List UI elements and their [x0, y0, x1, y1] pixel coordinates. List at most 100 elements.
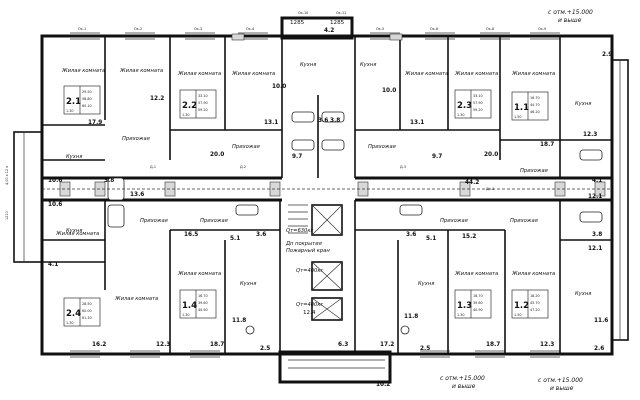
elevator-label-2: Qт=400кг [296, 268, 323, 274]
apartment-area-living: 28.50 [82, 302, 92, 306]
apartment-tag-2-3: 2.3 33.10 57.90 59.20 1.30 [454, 89, 492, 119]
note-bottom-right-1: с отм.+15.000 [538, 377, 583, 384]
window-mark: Ок-9 [538, 27, 546, 31]
apartment-area-total: 39.60 [198, 301, 208, 305]
apartment-code: 1.4 [182, 301, 197, 311]
room-area: 3.6 [318, 118, 328, 124]
side-label-1: 4,00 х 12 х [5, 166, 9, 185]
living-room-label: Жилая комната [404, 71, 448, 77]
hall-label: Прихожая [122, 136, 150, 142]
room-area: 12.2 [150, 96, 164, 102]
apartment-tags: 2.1 29.50 58.80 60.10 1.30 2.2 33.10 57.… [63, 85, 549, 327]
hall-label: Прихожая [510, 218, 538, 224]
apartment-area-living: 18.20 [530, 294, 540, 298]
apartment-code: 2.1 [66, 97, 81, 107]
apartment-area-full: 40.90 [198, 308, 208, 312]
apartment-tag-1-4: 1.4 16.70 39.60 40.90 1.30 [179, 289, 217, 319]
room-area: 6.3 [338, 342, 348, 348]
living-room-label: Жилая комната [55, 231, 99, 237]
living-room-label: Жилая комната [61, 68, 105, 74]
door-marks: Д-1 Д-2 Д-3 Дн-1 [150, 165, 494, 191]
room-area: 17.2 [380, 342, 394, 348]
kitchen-label: Кухня [360, 62, 376, 68]
room-area: 5.1 [230, 236, 240, 242]
apartment-code: 2.4 [66, 309, 81, 319]
room-area: 2.6 [594, 346, 604, 352]
room-area: 12.3 [540, 342, 554, 348]
door-mark: Дн-1 [486, 187, 494, 191]
apartment-area-full: 59.20 [473, 108, 483, 112]
room-labels: Жилая комната Жилая комната Жилая комнат… [55, 62, 591, 302]
window-mark: Ок-10 [298, 11, 308, 15]
window-mark: Ок-1 [78, 27, 86, 31]
apartment-area-total: 60.00 [82, 309, 92, 313]
room-area: 9.7 [292, 154, 302, 160]
room-area: 10.2 [376, 382, 390, 388]
room-area: 11.8 [404, 314, 418, 320]
room-area: 15.2 [462, 234, 476, 240]
apartment-area-living: 29.50 [82, 90, 92, 94]
room-area: 3.6 [406, 232, 416, 238]
room-area: 3.6 [256, 232, 266, 238]
room-area: 11.6 [594, 318, 608, 324]
note-top-right-1: с отм.+15.000 [548, 9, 593, 16]
apartment-coef: 1.30 [182, 113, 190, 117]
partitions [42, 36, 612, 354]
living-room-label: Жилая комната [177, 71, 221, 77]
living-room-label: Жилая комната [119, 68, 163, 74]
apartment-area-full: 61.30 [82, 316, 92, 320]
room-area: 10.0 [382, 88, 396, 94]
room-area: 9.7 [432, 154, 442, 160]
room-area: 10.0 [272, 84, 286, 90]
apartment-area-full: 59.20 [198, 108, 208, 112]
living-room-label: Жилая комната [511, 71, 555, 77]
apartment-tag-1-3: 1.3 16.70 39.60 40.90 1.30 [454, 289, 492, 319]
room-area: 44.2 [465, 180, 479, 186]
stair-note-1: Дп покрытия [285, 241, 322, 247]
living-room-label: Жилая комната [511, 271, 555, 277]
apartment-area-full: 60.10 [82, 104, 92, 108]
room-area: 17.9 [88, 120, 102, 126]
apartment-tag-1-1: 1.1 16.70 44.70 46.20 1.50 [511, 91, 549, 121]
apartment-area-living: 33.10 [198, 94, 208, 98]
elevator-label-1: Qт=630кг [286, 228, 313, 234]
note-bottom-center-1: с отм.+15.000 [440, 375, 485, 382]
hall-label: Прихожая [368, 144, 396, 150]
apartment-tag-2-4: 2.4 28.50 60.00 61.30 1.30 [63, 297, 101, 327]
door-mark: Д-2 [240, 165, 246, 169]
hall-label: Прихожая [440, 218, 468, 224]
room-area: 16.2 [92, 342, 106, 348]
top-dim-2: 1285 [330, 20, 345, 26]
living-room-label: Жилая комната [454, 71, 498, 77]
living-room-label: Жилая комната [114, 296, 158, 302]
apartment-coef: 1.50 [514, 313, 522, 317]
living-room-label: Жилая комната [231, 71, 275, 77]
apartment-tag-1-2: 1.2 18.20 45.70 47.20 1.50 [511, 289, 549, 319]
apartment-coef: 1.50 [514, 115, 522, 119]
room-area: 11.8 [232, 318, 246, 324]
apartment-coef: 1.30 [182, 313, 190, 317]
hall-label: Прихожая [520, 168, 548, 174]
apartment-area-living: 16.70 [198, 294, 208, 298]
apartment-area-full: 47.20 [530, 308, 540, 312]
window-mark: Ок-8 [486, 27, 494, 31]
apartment-code: 1.2 [514, 301, 529, 311]
apartment-tag-2-2: 2.2 33.10 57.90 59.20 1.30 [179, 89, 217, 119]
room-area: 13.1 [410, 120, 424, 126]
room-area: 13.1 [264, 120, 278, 126]
kitchen-label: Кухня [575, 101, 591, 107]
apartment-coef: 1.30 [66, 109, 74, 113]
window-mark: Ок-6 [430, 27, 438, 31]
kitchen-label: Кухня [240, 281, 256, 287]
kitchen-label: Кухня [300, 62, 316, 68]
kitchen-label: Кухня [575, 291, 591, 297]
apartment-code: 1.3 [457, 301, 472, 311]
room-area: 5.1 [426, 236, 436, 242]
room-area: 3.8 [330, 118, 340, 124]
hall-label: Прихожая [232, 144, 260, 150]
apartment-coef: 1.30 [66, 321, 74, 325]
window-marks: Ок-1 Ок-2 Ок-3 Ок-4 Ок-5 Ок-6 Ок-8 Ок-9 … [78, 11, 546, 31]
note-bottom-center-2: и выше [452, 383, 476, 390]
apartment-code: 2.2 [182, 101, 197, 111]
